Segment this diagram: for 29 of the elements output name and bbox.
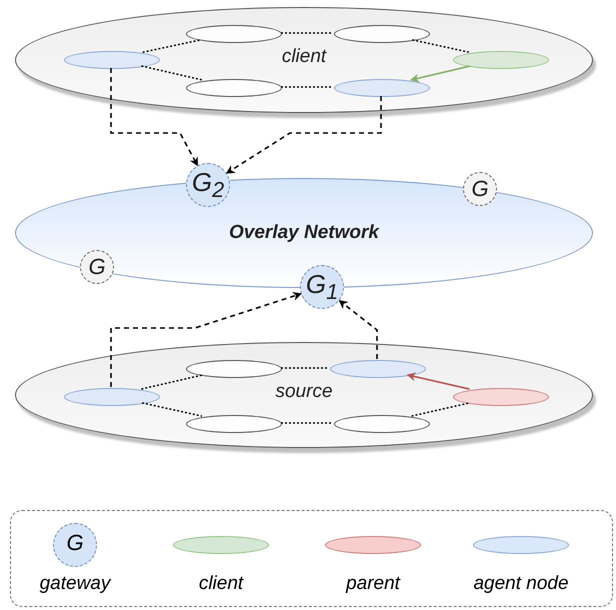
legend-gateway-label: G	[66, 530, 84, 556]
dotted-link	[412, 39, 469, 53]
gateway-label: G$_{2}$	[192, 166, 224, 204]
dotted-link	[141, 374, 203, 390]
gateway-label: G	[471, 176, 489, 202]
legend-label: agent node	[473, 573, 569, 595]
disk-label: source	[275, 381, 333, 403]
dotted-link	[142, 39, 202, 53]
dotted-link	[281, 86, 333, 88]
dotted-link	[411, 402, 470, 417]
dotted-link	[281, 367, 329, 369]
network-label: Overlay Network	[229, 222, 379, 244]
disk-label: client	[282, 46, 326, 68]
gateway-circle	[463, 172, 497, 206]
dotted-link	[281, 422, 333, 424]
legend-label: client	[198, 573, 244, 595]
gateway-label: G$_{1}$	[306, 268, 338, 306]
dotted-link	[142, 402, 202, 417]
dashed-arrow	[110, 292, 302, 387]
dotted-link	[141, 65, 203, 81]
gateway-label: G	[88, 254, 106, 280]
legend-label: gateway	[40, 573, 110, 595]
arrow	[410, 65, 470, 82]
dashed-arrow	[226, 96, 382, 174]
dashed-arrow	[110, 68, 198, 166]
legend-label: parent	[346, 573, 400, 595]
dashed-arrow	[338, 300, 378, 359]
dotted-link	[281, 32, 333, 34]
arrow	[406, 372, 470, 390]
